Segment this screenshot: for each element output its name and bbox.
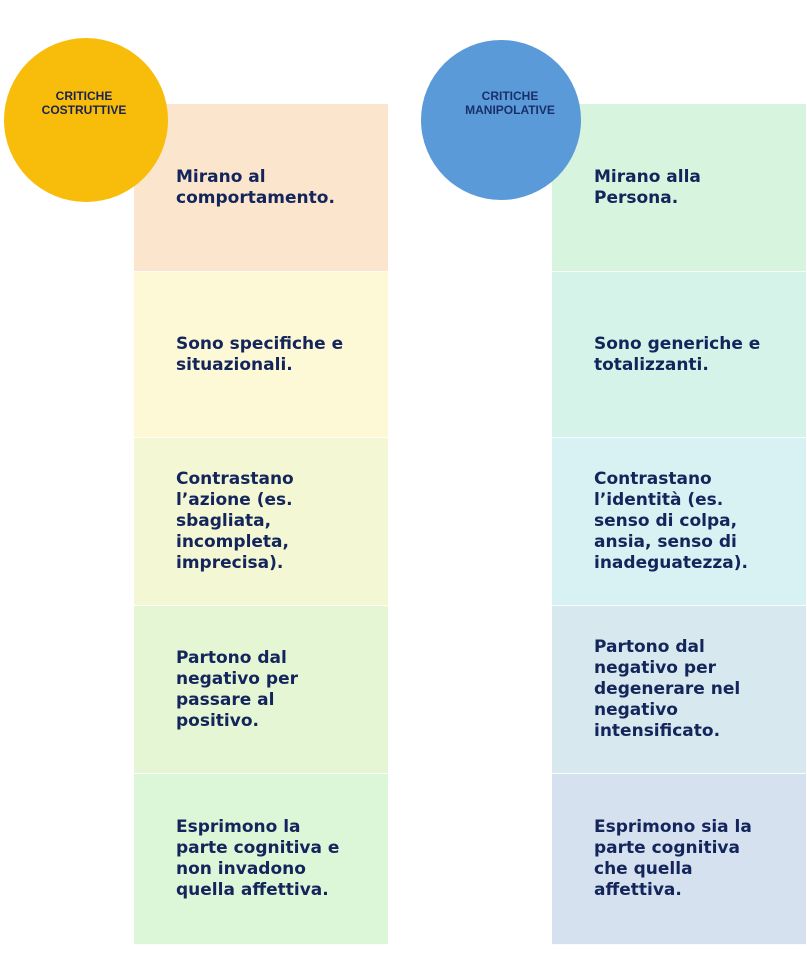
constructive-cell-negative: Partono dal negativo per passare al posi… (134, 606, 388, 774)
manipulative-text-affective: Esprimono sia la parte cognitiva che que… (594, 817, 752, 900)
manipulative-cell-identity: Contrastano l’identità (es. senso di col… (552, 438, 806, 606)
manipulative-text-negative: Partono dal negativo per degenerare nel … (594, 637, 741, 741)
manipulative-title: CRITICHE MANIPOLATIVE (465, 89, 555, 117)
constructive-text-specific: Sono specifiche e situazionali. (176, 333, 344, 375)
constructive-title-circle: CRITICHE COSTRUTTIVE (4, 38, 168, 202)
constructive-text-behavior: Mirano al comportamento. (176, 166, 335, 208)
constructive-text-action: Contrastano l’azione (es. sbagliata, inc… (176, 469, 294, 573)
manipulative-text-person: Mirano alla Persona. (594, 166, 701, 208)
manipulative-column: Mirano alla Persona. Sono generiche e to… (552, 104, 806, 945)
constructive-column: Mirano al comportamento. Sono specifiche… (134, 104, 388, 945)
manipulative-cell-generic: Sono generiche e totalizzanti. (552, 272, 806, 438)
manipulative-cell-affective: Esprimono sia la parte cognitiva che que… (552, 774, 806, 945)
manipulative-text-generic: Sono generiche e totalizzanti. (594, 333, 761, 375)
manipulative-cell-negative: Partono dal negativo per degenerare nel … (552, 606, 806, 774)
manipulative-text-identity: Contrastano l’identità (es. senso di col… (594, 469, 748, 573)
constructive-cell-behavior: Mirano al comportamento. (134, 104, 388, 272)
constructive-cell-specific: Sono specifiche e situazionali. (134, 272, 388, 438)
manipulative-cell-person: Mirano alla Persona. (552, 104, 806, 272)
constructive-title: CRITICHE COSTRUTTIVE (41, 89, 127, 117)
constructive-text-cognitive: Esprimono la parte cognitiva e non invad… (176, 817, 340, 900)
constructive-text-negative: Partono dal negativo per passare al posi… (176, 647, 298, 731)
manipulative-title-circle: CRITICHE MANIPOLATIVE (421, 40, 581, 200)
constructive-cell-cognitive: Esprimono la parte cognitiva e non invad… (134, 774, 388, 945)
constructive-cell-action: Contrastano l’azione (es. sbagliata, inc… (134, 438, 388, 606)
